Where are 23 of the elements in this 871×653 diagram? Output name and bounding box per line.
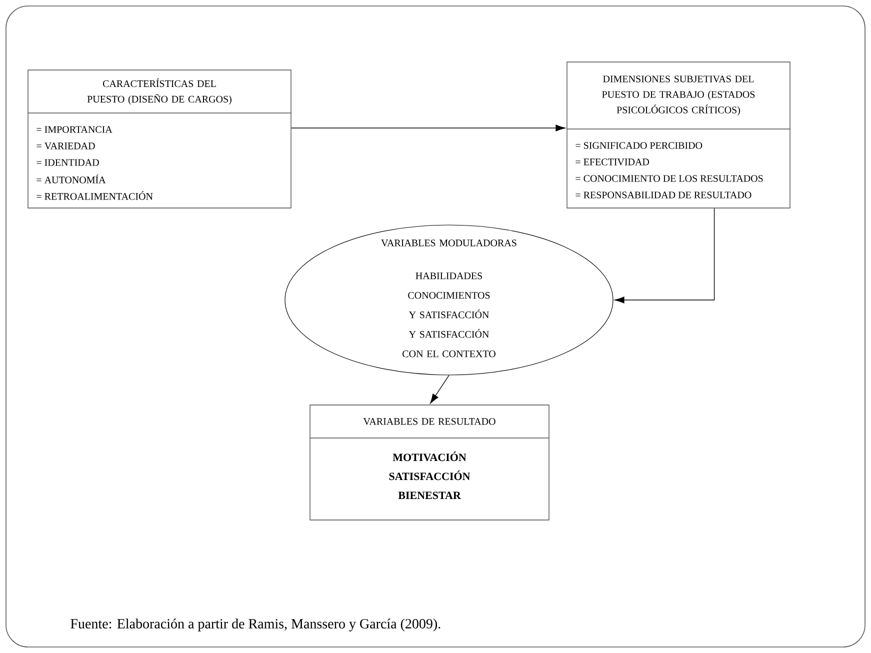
body-text: HABILIDADES CONOCIMIENTOS Y SATISFACCIÓN Y SATISFACCIÓN CON EL CONTEXTO: [402, 272, 496, 358]
list-item: = CONOCIMIENTO DE LOS RESULTADOS: [576, 175, 763, 182]
body-text: MOTIVACIÓN SATISFACCIÓN BIENESTAR: [389, 452, 470, 500]
arrow: [430, 374, 450, 404]
list-item: = RESPONSABILIDAD DE RESULTADO: [576, 192, 752, 198]
list-item: = VARIEDAD: [36, 142, 95, 150]
list-item: = EFECTIVIDAD: [576, 158, 650, 166]
ellipse-node: [284, 224, 614, 376]
process-box: [310, 404, 550, 520]
process-box: [28, 70, 292, 208]
list-item: = IMPORTANCIA: [36, 126, 112, 133]
arrow: [614, 208, 715, 304]
arrow: [291, 124, 566, 132]
heading-text: VARIABLES DE RESULTADO: [363, 418, 496, 425]
list-item: = SIGNIFICADO PERCIBIDO: [576, 142, 702, 149]
heading-text: DIMENSIONES SUBJETIVAS DEL PUESTO DE TRABAJO (ESTADOS PSICOLÓGICOS CRÍTICOS): [602, 76, 755, 116]
caption: Fuente: Elaboración a partir de Ramis, Manssero y García (2009).: [70, 618, 440, 632]
process-box: [566, 62, 790, 208]
heading-text: VARIABLES MODULADORAS: [381, 240, 516, 246]
list-item: = AUTONOMÍA: [36, 174, 106, 184]
list-item: = IDENTIDAD: [36, 159, 99, 166]
heading-text: CARACTERÍSTICAS DEL PUESTO (DISEÑO DE CARGOS): [87, 78, 232, 105]
list-item: = RETROALIMENTACIÓN: [36, 191, 153, 200]
